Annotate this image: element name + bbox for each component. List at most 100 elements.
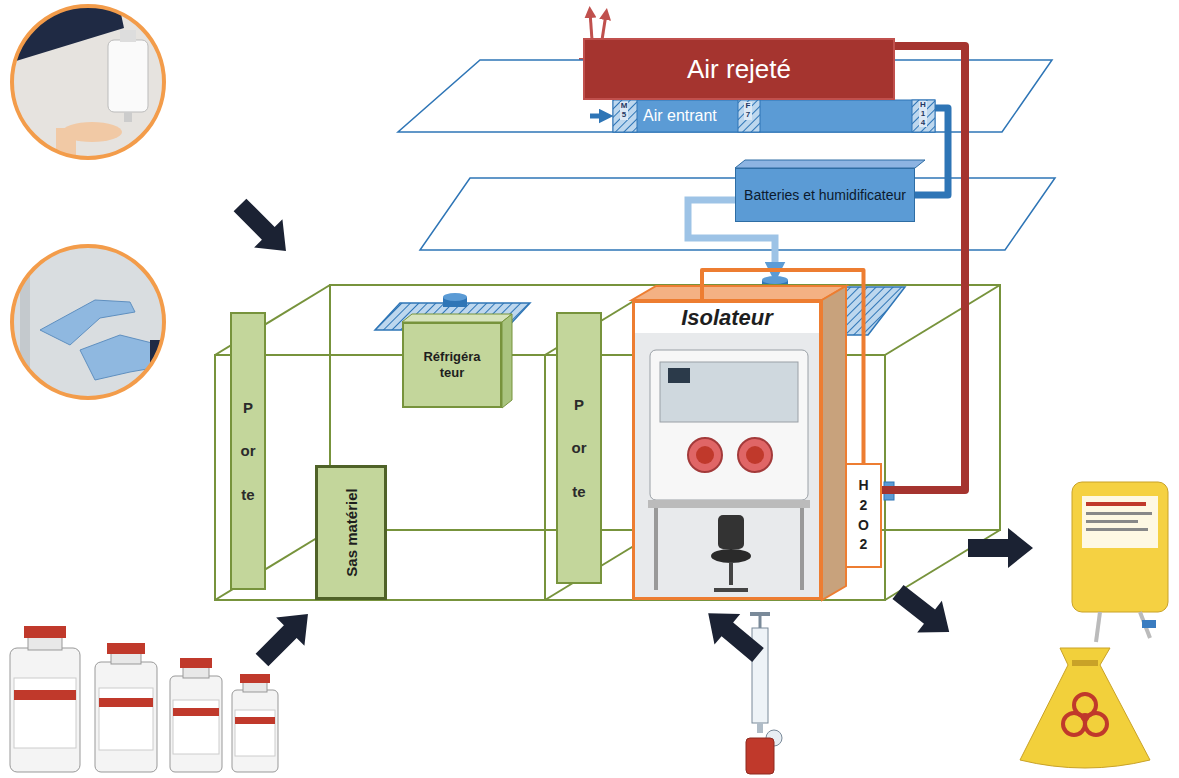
supply-air-unit <box>912 100 935 132</box>
biohazard-bag-photo <box>1020 648 1150 768</box>
coil-humidifier-box: Batteries et humidificateur <box>735 168 915 222</box>
infusion-bag-photo <box>1086 502 1146 506</box>
node-text: Porte <box>572 383 587 514</box>
exhaust-chimney <box>590 12 592 40</box>
exhaust-chimney <box>602 14 606 40</box>
exhaust-duct <box>882 46 965 490</box>
flow-arrow <box>248 600 322 674</box>
hand-sanitizer-photo <box>56 128 76 168</box>
gloves-photo <box>0 240 180 410</box>
drug-vials-photo <box>235 717 275 724</box>
material-airlock: Sas matériel <box>315 465 387 600</box>
biohazard-bag-photo <box>1081 713 1089 721</box>
room-outline <box>215 285 1000 600</box>
node-text: Isolateur <box>635 303 819 333</box>
syringe-photo <box>746 612 782 774</box>
node-text: Sas matériel <box>343 488 360 576</box>
gloves-photo <box>0 240 180 410</box>
node-text: Batteries et humidificateur <box>744 187 906 203</box>
infusion-bag-photo <box>1142 620 1156 628</box>
isolator-box: Isolateur <box>632 300 822 600</box>
supply-air-unit <box>590 114 606 119</box>
infusion-bag-photo <box>1082 496 1158 548</box>
drug-vials-photo <box>243 682 267 692</box>
hand-sanitizer-photo <box>12 6 164 158</box>
h2o2-pipe <box>702 270 864 463</box>
isolator-photo <box>660 362 798 422</box>
flow-arrow <box>886 576 962 648</box>
syringe-photo <box>750 612 770 616</box>
drug-vials-photo <box>99 688 153 750</box>
node-text: Air rejeté <box>687 54 791 85</box>
room-outline <box>885 285 1000 355</box>
node-text: H2O2 <box>857 476 871 554</box>
isolator-photo <box>696 446 714 464</box>
supply-air-unit <box>738 100 760 132</box>
isolator-photo <box>668 368 690 383</box>
gloves-photo <box>12 246 164 398</box>
supply-air-box: Air entrant <box>613 100 935 132</box>
node-text: Réfrigérateur <box>422 349 482 380</box>
hand-sanitizer-photo <box>0 0 180 170</box>
biohazard-bag-photo <box>1020 648 1150 768</box>
drug-vials-photo <box>99 698 153 707</box>
drug-vials-photo <box>183 667 209 678</box>
filter-grade: M5 <box>620 102 628 120</box>
refrigerator-faces <box>402 314 512 408</box>
filter-grade: F7 <box>744 102 752 120</box>
h2o2-generator: H2O2 <box>845 463 882 568</box>
gloves-photo <box>20 240 30 410</box>
door-panel: Porte <box>230 312 266 590</box>
hand-sanitizer-photo <box>108 40 148 112</box>
infusion-bag-photo <box>1072 482 1168 612</box>
coil-box-top <box>735 160 925 168</box>
ceiling-diffuser <box>762 276 788 284</box>
drug-vials-photo <box>95 662 157 772</box>
refrigerator-faces <box>502 314 512 408</box>
isolator-photo <box>688 438 722 472</box>
drug-vials-photo <box>240 674 270 683</box>
biohazard-bag-photo <box>1072 660 1098 666</box>
flow-arrow <box>226 191 1033 674</box>
refrigerator-box: Réfrigérateur <box>402 322 502 408</box>
hand-sanitizer-photo <box>0 0 180 170</box>
drug-vials-photo <box>28 636 62 650</box>
supply-air-unit <box>613 100 637 132</box>
node-text: Air entrant <box>643 107 717 125</box>
refrigerator-faces <box>402 314 512 322</box>
isolator-photo <box>650 350 808 500</box>
infusion-bag-photo <box>1086 528 1148 531</box>
flow-arrow <box>695 598 771 670</box>
isolator-photo <box>746 446 764 464</box>
isolator-photo <box>648 500 810 508</box>
drug-vials-photo <box>232 690 278 772</box>
syringe-photo <box>757 723 763 733</box>
drug-vials-photo <box>107 643 145 654</box>
drug-vials-photo <box>24 626 66 638</box>
drug-vials-photo <box>170 676 222 772</box>
gloves-photo <box>0 240 180 410</box>
isolator-photo <box>632 286 846 600</box>
isolator-photo <box>729 562 733 585</box>
isolator-photo <box>800 508 804 590</box>
supply-air-unit <box>613 100 935 132</box>
isolator-photo <box>635 333 819 597</box>
drug-vials-photo <box>14 678 76 748</box>
syringe-photo <box>746 738 774 774</box>
infusion-bag-photo <box>1086 512 1152 515</box>
hand-sanitizer-photo <box>124 112 132 122</box>
door-panel: Porte <box>556 312 602 584</box>
isolator-photo <box>718 515 744 549</box>
isolator-photo <box>714 588 748 592</box>
hand-sanitizer-photo <box>0 0 180 170</box>
drug-vials-photo <box>180 658 212 668</box>
infusion-bag-photo <box>1072 482 1168 642</box>
isolator-photo <box>711 549 751 563</box>
drug-vials-photo <box>235 710 275 756</box>
isolator-photo <box>738 438 772 472</box>
exhaust-air-box: Air rejeté <box>583 38 895 100</box>
filter-grade: H14 <box>919 101 927 127</box>
drug-vials-photo <box>14 690 76 700</box>
flow-arrow <box>968 528 1033 568</box>
isolator-photo <box>632 286 846 300</box>
